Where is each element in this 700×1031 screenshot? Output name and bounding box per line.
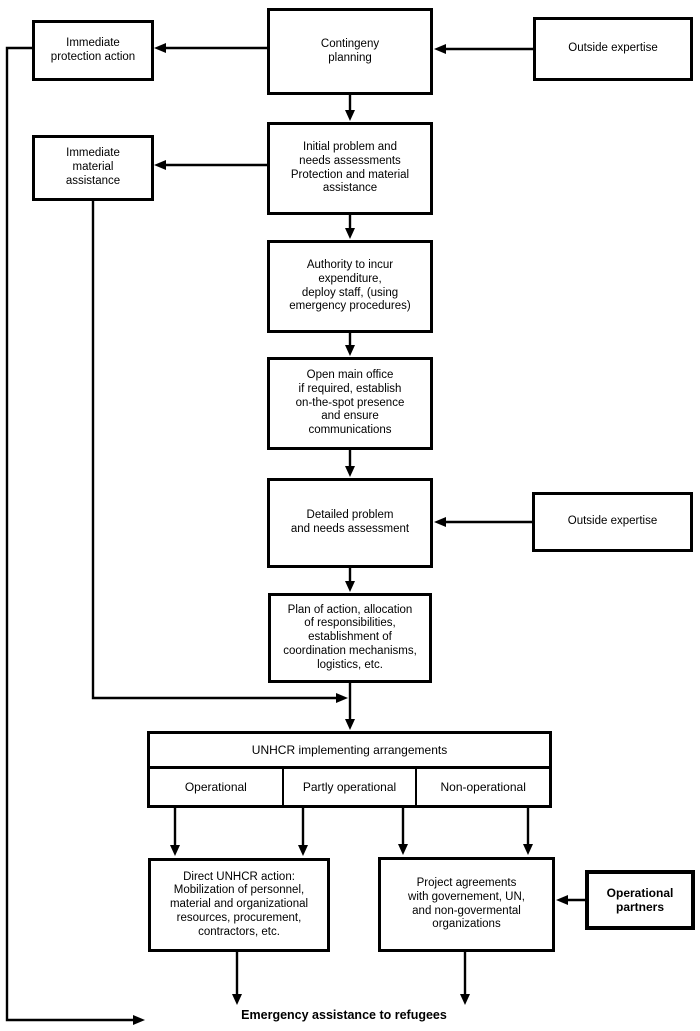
arrow-office-to-detailed [345, 450, 355, 477]
immediate-protection-action-box: Immediate protection action [32, 20, 154, 81]
project-agreements-box: Project agreements with governement, UN,… [378, 857, 555, 952]
initial-problem-assessments-box: Initial problem and needs assessments Pr… [267, 122, 433, 215]
contingency-planning-box: Contingeny planning [267, 8, 433, 95]
contingency-planning-label: Contingeny planning [320, 37, 380, 64]
cell-non-operational: Non-operational [415, 769, 549, 805]
arrow-direct-to-footer [232, 952, 242, 1005]
outside-expertise-mid-box: Outside expertise [532, 492, 693, 552]
cell-operational: Operational [184, 779, 247, 794]
implementing-cells-row: Operational Partly operational Non-opera… [150, 766, 549, 805]
detailed-problem-assessment-box: Detailed problem and needs assessment [267, 478, 433, 568]
arrow-initial-to-material [154, 160, 267, 170]
outside-expertise-top-box: Outside expertise [533, 17, 693, 81]
operational-partners-label: Operational partners [606, 885, 674, 914]
open-main-office-box: Open main office if required, establish … [267, 357, 433, 450]
implementing-header: UNHCR implementing arrangements [251, 742, 448, 757]
arrow-outside-mid-to-detailed [434, 517, 532, 527]
detailed-problem-assessment-label: Detailed problem and needs assessment [290, 509, 410, 535]
arrow-operational-to-direct [170, 808, 180, 856]
arrow-partly-to-direct [298, 808, 308, 856]
cell-partly-operational: Partly operational [281, 769, 416, 805]
immediate-protection-action-label: Immediate protection action [50, 36, 136, 63]
arrow-contingency-to-protection [154, 43, 267, 53]
direct-unhcr-action-box: Direct UNHCR action: Mobilization of per… [148, 858, 330, 952]
arrow-initial-to-authority [345, 215, 355, 239]
plan-of-action-box: Plan of action, allocation of responsibi… [268, 593, 432, 683]
arrow-outside-top-to-contingency [434, 44, 533, 54]
unhcr-implementing-arrangements-table: UNHCR implementing arrangements Operatio… [147, 731, 552, 808]
arrow-partly-to-project [398, 808, 408, 855]
arrow-detailed-to-plan [345, 568, 355, 592]
immediate-material-assistance-label: Immediate material assistance [65, 147, 121, 187]
arrow-contingency-to-initial [345, 95, 355, 121]
immediate-material-assistance-box: Immediate material assistance [32, 135, 154, 201]
authority-expenditure-label: Authority to incur expenditure, deploy s… [289, 258, 411, 313]
initial-problem-assessments-label: Initial problem and needs assessments Pr… [290, 140, 410, 195]
arrow-authority-to-office [345, 333, 355, 356]
authority-expenditure-box: Authority to incur expenditure, deploy s… [267, 240, 433, 333]
emergency-assistance-footer: Emergency assistance to refugees [241, 1008, 447, 1022]
project-agreements-label: Project agreements with governement, UN,… [408, 876, 525, 931]
outside-expertise-mid-label: Outside expertise [567, 515, 658, 528]
open-main-office-label: Open main office if required, establish … [295, 369, 405, 437]
direct-unhcr-action-label: Direct UNHCR action: Mobilization of per… [169, 870, 309, 938]
arrow-plan-to-implementing [345, 683, 355, 730]
plan-of-action-label: Plan of action, allocation of responsibi… [283, 603, 417, 671]
outside-expertise-top-label: Outside expertise [568, 42, 658, 55]
arrow-project-to-footer [460, 952, 470, 1005]
arrow-nonoperational-to-project [523, 808, 533, 855]
arrow-partners-to-project [556, 895, 585, 905]
operational-partners-box: Operational partners [585, 870, 695, 930]
